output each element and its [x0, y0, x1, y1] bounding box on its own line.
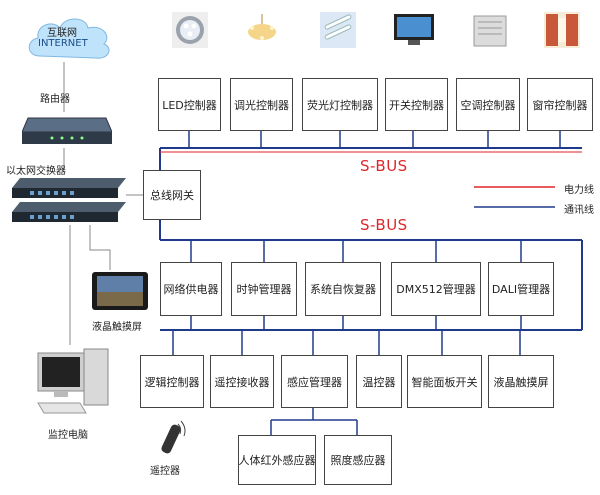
logic-controller: 逻辑控制器 — [140, 355, 204, 408]
remote-control-icon — [160, 418, 188, 458]
dmx512-manager: DMX512管理器 — [391, 262, 481, 316]
legend-comm-label: 通讯线 — [564, 205, 594, 216]
led-lamp-icon — [172, 12, 208, 48]
sbus-top-label: S-BUS — [360, 157, 408, 175]
fluorescent-tube-icon — [320, 12, 356, 48]
switch-label: 以太网交换器 — [6, 166, 66, 177]
touch-panel-label: 液晶触摸屏 — [92, 322, 142, 333]
legend-power-label: 电力线 — [564, 185, 594, 196]
tv-icon — [392, 12, 436, 48]
smart-panel-switch: 智能面板开关 — [407, 355, 482, 408]
monitor-pc-label: 监控电脑 — [48, 430, 88, 441]
air-conditioner-icon — [472, 12, 508, 48]
thermostat: 温控器 — [356, 355, 402, 408]
internet-cloud-icon — [22, 12, 114, 64]
ethernet-switch-icon — [10, 176, 128, 226]
dali-manager: DALI管理器 — [488, 262, 554, 316]
led-controller: LED控制器 — [158, 78, 221, 131]
chandelier-icon — [244, 12, 280, 48]
curtain-controller: 窗帘控制器 — [527, 78, 593, 131]
pir-sensor: 人体红外感应器 — [238, 435, 316, 485]
curtain-icon — [544, 12, 580, 48]
sbus-bottom-label: S-BUS — [360, 216, 408, 234]
dimmer-controller: 调光控制器 — [230, 78, 293, 131]
router-icon — [21, 112, 113, 148]
remote-receiver: 遥控接收器 — [210, 355, 274, 408]
remote-label: 遥控器 — [150, 466, 180, 477]
clock-manager: 时钟管理器 — [231, 262, 297, 316]
router-label: 路由器 — [40, 94, 70, 105]
internet-label-cn: 互联网 — [47, 28, 77, 39]
bus-gateway: 总线网关 — [143, 170, 201, 220]
internet-label-en: INTERNET — [38, 38, 88, 49]
touch-panel-icon — [90, 270, 150, 314]
lcd-touch-screen: 液晶触摸屏 — [488, 355, 554, 408]
light-sensor: 照度感应器 — [324, 435, 392, 485]
ac-controller: 空调控制器 — [456, 78, 520, 131]
switch-controller: 开关控制器 — [385, 78, 448, 131]
network-power-supply: 网络供电器 — [160, 262, 222, 316]
fluorescent-controller: 荧光灯控制器 — [302, 78, 378, 131]
system-recovery: 系统自恢复器 — [305, 262, 381, 316]
sensor-manager: 感应管理器 — [281, 355, 348, 408]
monitor-pc-icon — [36, 345, 112, 419]
